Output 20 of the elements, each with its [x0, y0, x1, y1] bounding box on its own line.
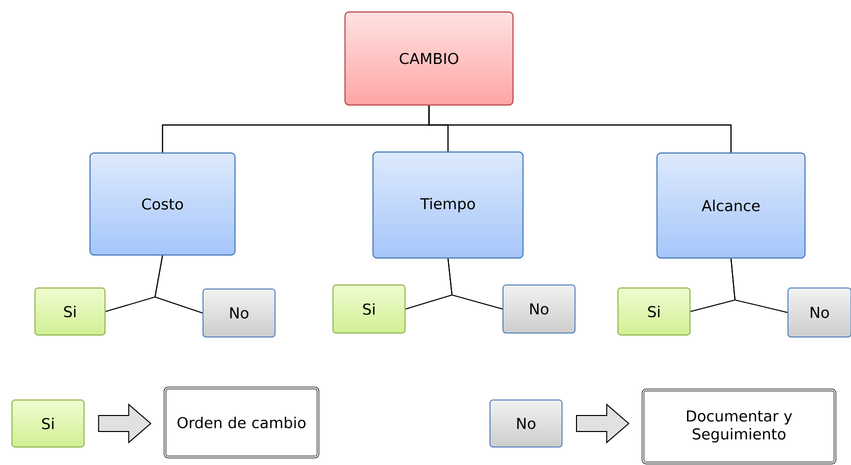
- no-box: No: [502, 284, 576, 334]
- category-box: Tiempo: [372, 151, 524, 259]
- connector-line: [428, 106, 732, 152]
- category-box: Alcance: [656, 152, 806, 259]
- block-arrow: [98, 403, 152, 444]
- no-box: No: [490, 400, 562, 448]
- yes-box: Si: [617, 287, 691, 336]
- result-box: Orden de cambio: [164, 386, 320, 458]
- yes-box: Si: [332, 284, 406, 334]
- result-box: Documentar y Seguimiento: [642, 388, 836, 464]
- block-arrow: [576, 403, 630, 444]
- category-box: Costo: [89, 152, 236, 256]
- connector-line: [154, 255, 203, 314]
- connector-line: [448, 258, 503, 310]
- yes-box: Si: [11, 399, 85, 448]
- no-box: No: [788, 288, 851, 338]
- yes-box: Si: [34, 287, 106, 336]
- no-box: No: [202, 288, 276, 338]
- root-box: CAMBIO: [344, 11, 514, 106]
- connector-line: [730, 258, 788, 313]
